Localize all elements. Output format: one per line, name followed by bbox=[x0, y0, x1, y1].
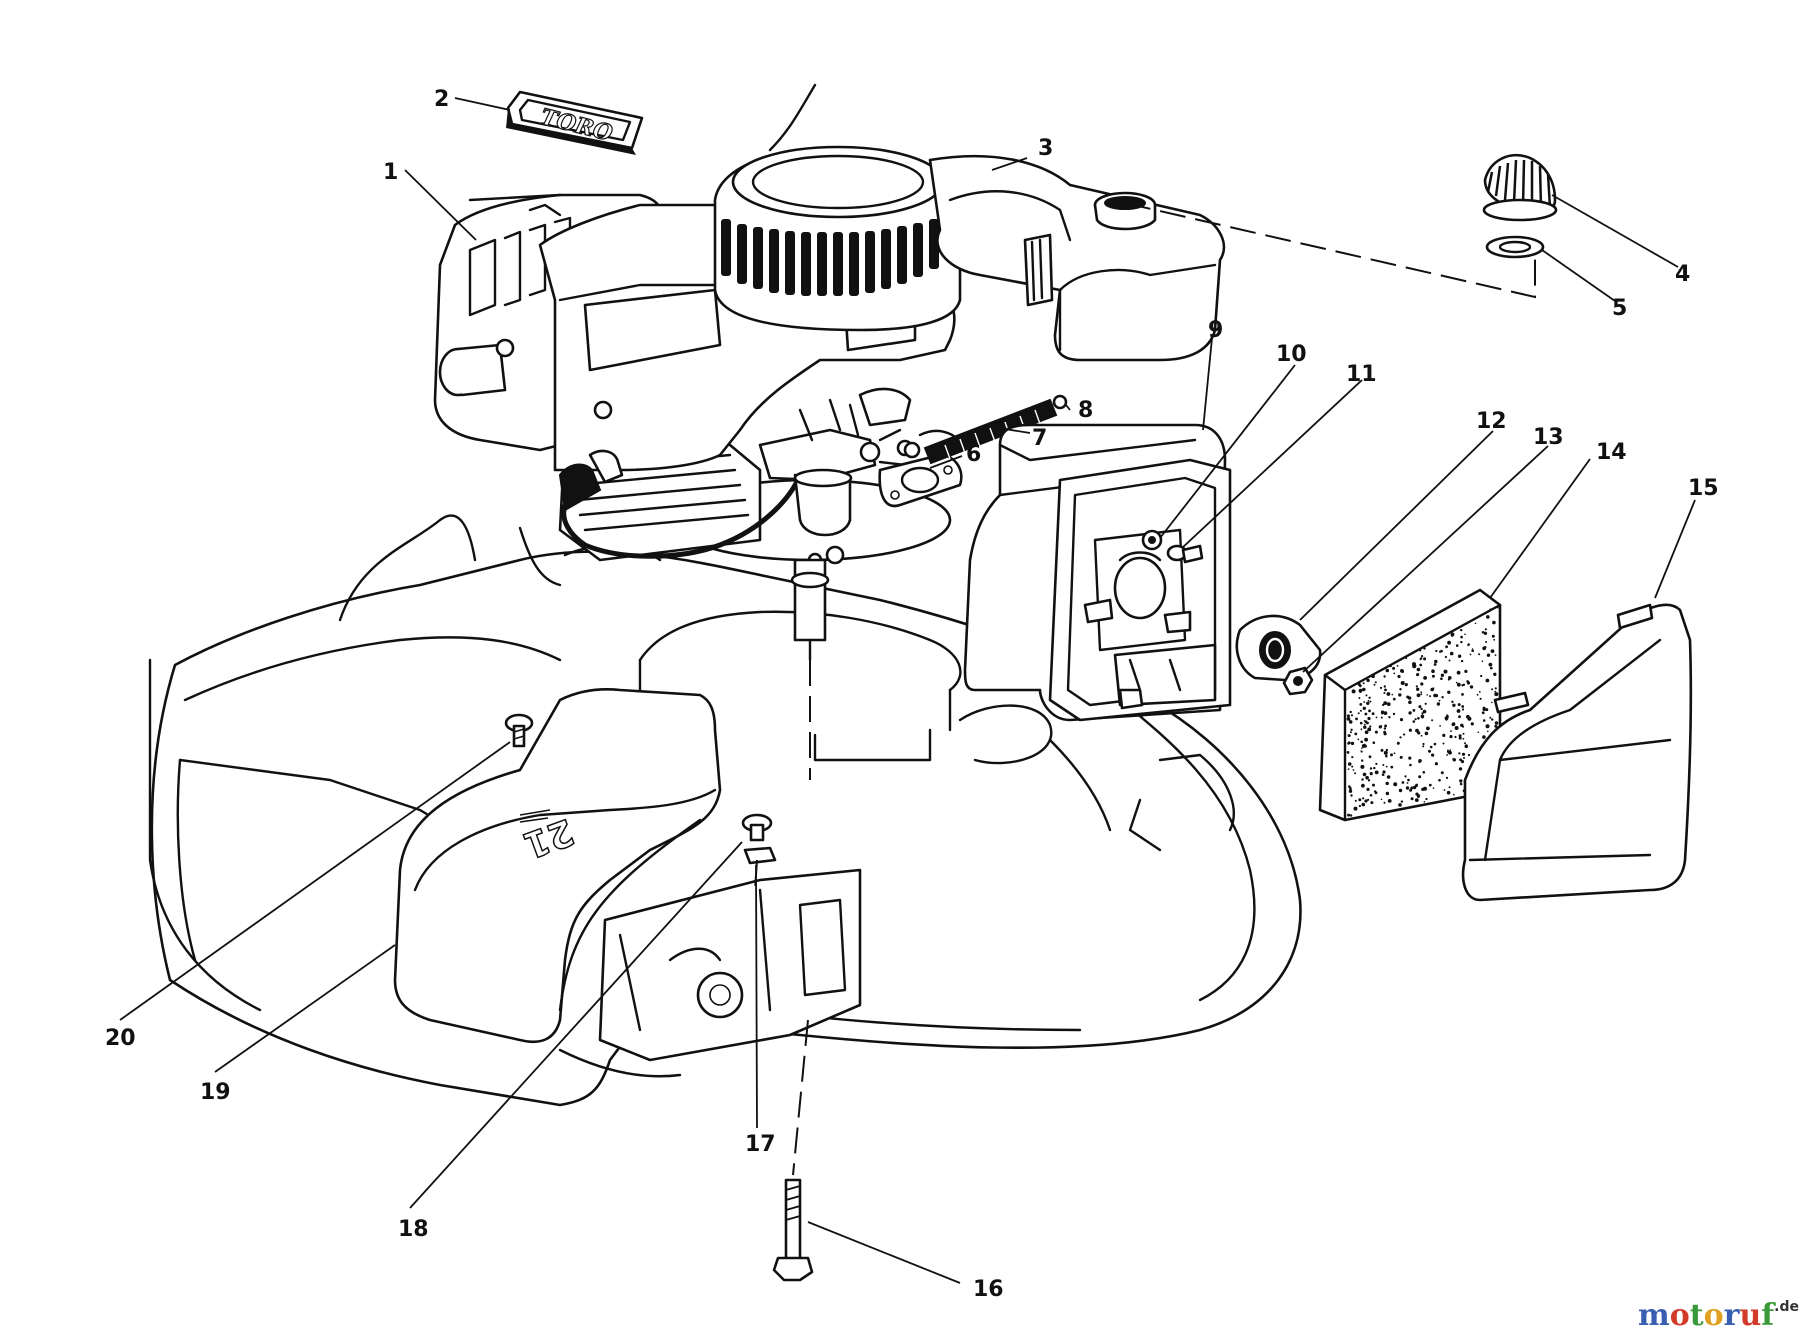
watermark-letter: r bbox=[1724, 1298, 1741, 1333]
gas-cap bbox=[1482, 153, 1558, 222]
watermark-tld: .de bbox=[1774, 1299, 1799, 1315]
callout-17: 17 bbox=[745, 1132, 776, 1157]
nut-13 bbox=[1282, 666, 1314, 696]
filter-element bbox=[1318, 588, 1502, 822]
callout-3: 3 bbox=[1038, 136, 1053, 161]
callout-1: 1 bbox=[383, 160, 398, 185]
screw-10 bbox=[1141, 529, 1163, 551]
callout-14: 14 bbox=[1596, 440, 1627, 465]
callout-9: 9 bbox=[1208, 318, 1223, 343]
callout-labels: 1 2 3 4 5 6 7 8 9 10 11 12 13 14 15 16 1… bbox=[105, 87, 1719, 1302]
callout-10: 10 bbox=[1276, 342, 1307, 367]
foam-texture bbox=[1346, 606, 1499, 817]
svg-text:motoruf.de: motoruf.de bbox=[1638, 1298, 1799, 1333]
discharge-chute: 21 bbox=[393, 688, 722, 1044]
gasket-12 bbox=[1235, 614, 1322, 682]
callout-5: 5 bbox=[1612, 296, 1627, 321]
callout-15: 15 bbox=[1688, 476, 1719, 501]
callout-20: 20 bbox=[105, 1026, 136, 1051]
leader-lines bbox=[119, 97, 1696, 1284]
breather-tube bbox=[903, 394, 1068, 465]
callout-13: 13 bbox=[1533, 425, 1564, 450]
callout-18: 18 bbox=[398, 1217, 429, 1242]
air-cleaner-cover bbox=[1461, 603, 1693, 902]
callout-8: 8 bbox=[1078, 398, 1093, 423]
callout-11: 11 bbox=[1346, 362, 1377, 387]
callout-2: 2 bbox=[434, 87, 449, 112]
bolt-16 bbox=[772, 1178, 814, 1282]
callout-19: 19 bbox=[200, 1080, 231, 1105]
watermark-logo: motoruf.de bbox=[1638, 1298, 1799, 1333]
callout-7: 7 bbox=[1032, 426, 1047, 451]
cap-gasket bbox=[1485, 235, 1545, 259]
callout-6: 6 bbox=[966, 442, 981, 467]
callout-4: 4 bbox=[1675, 262, 1690, 287]
screw-17 bbox=[741, 813, 777, 865]
callout-16: 16 bbox=[973, 1277, 1004, 1302]
screw-20 bbox=[504, 713, 534, 748]
watermark-letter: o bbox=[1670, 1298, 1690, 1333]
watermark-letter: t bbox=[1690, 1298, 1704, 1333]
watermark-letter: f bbox=[1761, 1298, 1776, 1333]
watermark-letter: u bbox=[1739, 1298, 1761, 1333]
watermark-letter: o bbox=[1704, 1298, 1724, 1333]
engine bbox=[433, 83, 962, 662]
watermark-letter: m bbox=[1638, 1298, 1670, 1333]
callout-12: 12 bbox=[1476, 409, 1507, 434]
fuel-tank bbox=[928, 154, 1226, 362]
air-cleaner-body bbox=[963, 423, 1232, 722]
toro-decal: TORO bbox=[506, 90, 644, 155]
bolt-11 bbox=[1166, 544, 1204, 564]
